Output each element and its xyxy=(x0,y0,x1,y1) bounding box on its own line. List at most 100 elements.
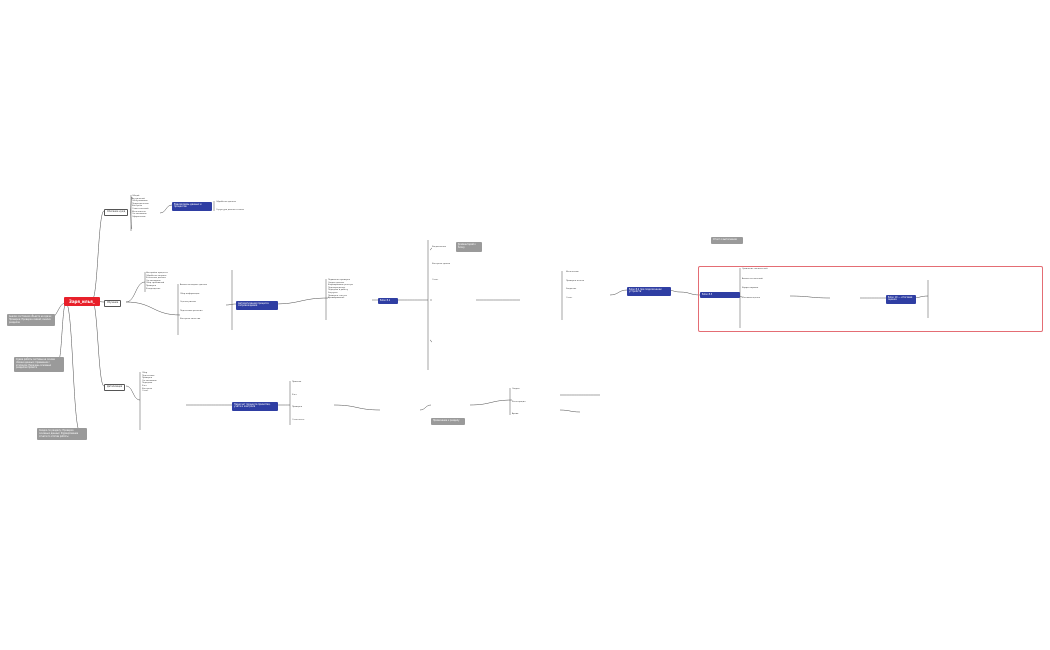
label: Первичная проверка xyxy=(328,279,350,281)
connector xyxy=(225,303,237,306)
label: Регистрация xyxy=(512,400,526,403)
label: Сбор информации xyxy=(180,292,200,295)
connector xyxy=(333,404,381,411)
branch-top[interactable]: Описание нужд xyxy=(104,209,129,216)
label: Архивирование xyxy=(328,297,345,300)
connector xyxy=(679,291,701,296)
blue-node-7[interactable]: Пересчет процесса принятия, учета и конт… xyxy=(232,402,278,411)
label: Ответственный xyxy=(132,207,149,210)
label: Отчет xyxy=(432,279,439,282)
label: Исполнитель xyxy=(132,210,146,213)
label: Обработка данных xyxy=(216,201,236,203)
label: Учет xyxy=(292,393,297,396)
label: Анализ исходных данных xyxy=(180,284,208,286)
gray-note-1[interactable]: Анализ состояния объекта на сдаче; Прове… xyxy=(7,314,55,327)
blue-node-6[interactable]: Блок 10 — итоговая оценка xyxy=(886,295,916,304)
label: Утверждение xyxy=(146,287,161,290)
connector xyxy=(125,301,181,316)
highlight-frame xyxy=(698,266,1043,332)
label: Контроль xyxy=(142,387,153,390)
connector xyxy=(609,289,628,296)
label: Формирование реестра xyxy=(328,284,353,287)
label: Проверка итогов xyxy=(566,279,584,282)
label: Структура данных и связь xyxy=(216,208,244,211)
connector xyxy=(91,299,105,387)
label: Подтверждение xyxy=(328,286,346,289)
label: Согласование xyxy=(132,213,147,216)
connector xyxy=(273,297,329,305)
label: Согласование xyxy=(142,379,157,382)
connector xyxy=(129,196,133,212)
label: Отчет xyxy=(142,390,149,393)
label: Загрузка xyxy=(328,291,338,294)
label: Согласование xyxy=(146,279,161,282)
gray-note-4[interactable]: Отчет о выполнении xyxy=(711,237,743,244)
blue-node-5[interactable]: Блок 8.3 xyxy=(700,292,740,298)
label: Обработка запроса xyxy=(146,274,167,277)
label: Подразделения xyxy=(132,202,149,205)
label: Обслуживание xyxy=(132,200,148,203)
connector-lines xyxy=(49,195,929,433)
label: Анализ отклонений xyxy=(742,277,763,280)
label: Контроль качества xyxy=(180,318,201,321)
gray-note-6[interactable]: Комментарий к блоку xyxy=(456,242,482,252)
label: Оценка рисков xyxy=(180,301,196,304)
label: Закрытие xyxy=(566,288,577,291)
label: Уточнение данных xyxy=(146,277,166,280)
connector xyxy=(129,210,133,230)
label: Отчетность xyxy=(292,418,305,421)
branch-middle[interactable]: Обучение xyxy=(104,300,122,307)
blue-node-1[interactable]: Взаимосвязь данных и процессов xyxy=(172,202,212,211)
label: Исполнение xyxy=(566,271,579,273)
root-node[interactable]: Заря_илья_ xyxy=(64,297,100,306)
label: Итоговая оценка xyxy=(742,296,760,299)
label: Проверка xyxy=(146,284,157,287)
blue-node-4[interactable]: Блок 8.2 при подключении устройств xyxy=(627,287,671,296)
connector xyxy=(57,302,67,363)
connector xyxy=(559,409,581,413)
label: Сбор требований xyxy=(146,282,165,285)
label: Проверка xyxy=(292,406,303,409)
label: Проверка статуса xyxy=(328,294,347,297)
label: Актуальный xyxy=(132,197,145,200)
label: Контроль сроков xyxy=(432,262,450,265)
connector xyxy=(429,247,433,251)
gray-note-5[interactable]: Примечание к разделу xyxy=(431,418,465,425)
connector xyxy=(469,399,513,406)
label: Контроль xyxy=(132,205,143,208)
connector xyxy=(429,339,433,343)
connector xyxy=(789,295,831,299)
label: Передача xyxy=(142,382,153,385)
label: Подготовка решения xyxy=(180,309,203,312)
blue-node-2[interactable]: Автоматизация процесса сопровождения xyxy=(236,301,278,310)
connector xyxy=(65,302,81,433)
label: Корректировка xyxy=(742,287,759,290)
label: Сбор xyxy=(142,372,148,374)
blue-node-3[interactable]: Блок 8.1 xyxy=(378,298,398,304)
label: Архив xyxy=(512,413,519,416)
label: Общий xyxy=(132,195,140,197)
branch-bottom[interactable]: Детализация xyxy=(104,384,126,391)
label: Сравнение показателей xyxy=(742,268,768,270)
connector xyxy=(159,204,173,214)
label: Настройка процесса xyxy=(146,272,168,274)
label: Оформление xyxy=(132,215,146,218)
label: Учет xyxy=(142,384,147,387)
label: Сверка данных xyxy=(328,281,345,284)
gray-note-2[interactable]: Схема работы системы на основе обмена да… xyxy=(14,357,64,373)
gray-note-3[interactable]: Сводка по разделу; Проверка основных дан… xyxy=(37,428,87,441)
label: Уведомление xyxy=(432,246,447,248)
label: Проверка xyxy=(142,377,153,380)
